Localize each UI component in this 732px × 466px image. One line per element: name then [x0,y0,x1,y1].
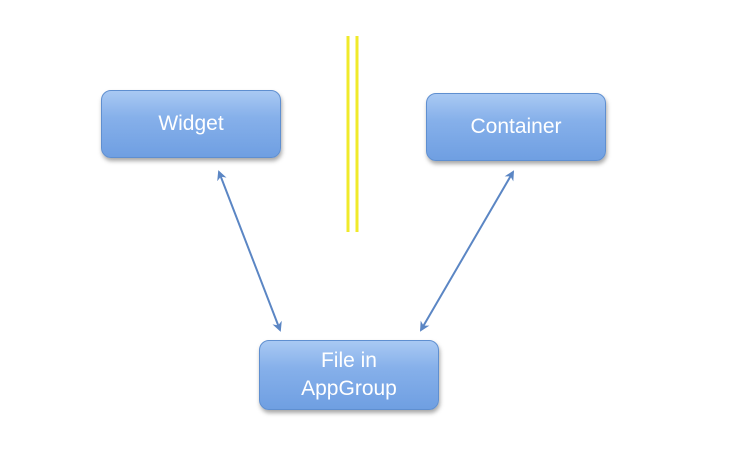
widget-node: Widget [101,90,281,158]
file-in-appgroup-node: File in AppGroup [259,340,439,410]
container-node: Container [426,93,606,161]
arrow-container-file [419,170,515,332]
arrow-widget-file [217,170,282,332]
